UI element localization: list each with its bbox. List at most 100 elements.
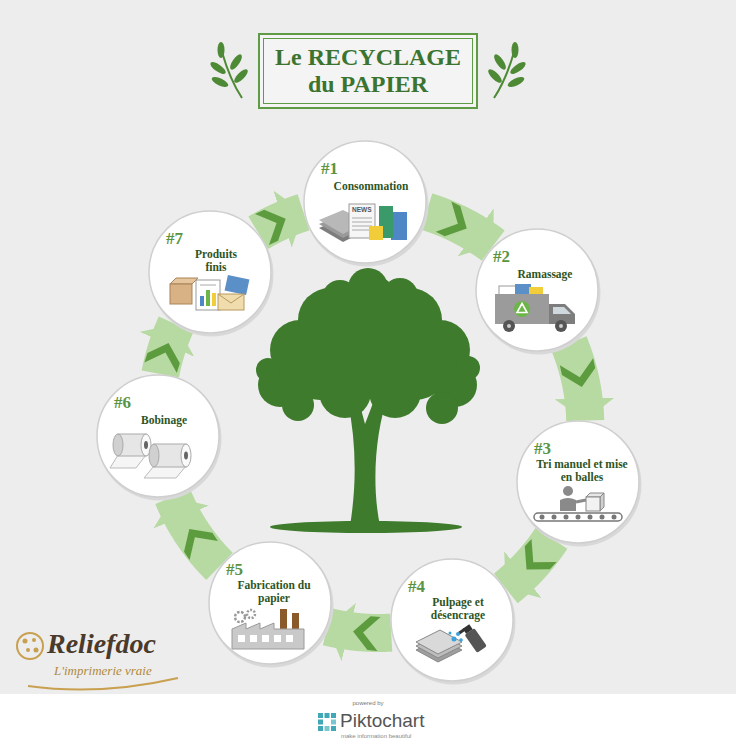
reliefdoc-logo — [28, 678, 178, 690]
step-label: Ramassage — [497, 268, 593, 281]
step-circle: #5Fabrication du papier — [208, 541, 332, 665]
leaf-sprig — [509, 60, 528, 76]
products-icon — [218, 294, 244, 303]
step-disc — [209, 542, 331, 664]
piktochart-logo — [318, 713, 336, 731]
circle-outline — [209, 542, 331, 664]
truck-icon — [503, 320, 515, 332]
step-number: #2 — [493, 248, 510, 265]
truck-icon — [559, 324, 563, 328]
truck-icon — [495, 294, 549, 324]
truck-icon — [553, 307, 571, 314]
papers-icon — [319, 204, 407, 242]
step-circle: #1Consommation — [303, 140, 427, 264]
paper-roll-icon — [181, 444, 191, 467]
step-disc — [517, 421, 639, 543]
step-label: Consommation — [319, 180, 423, 193]
sorting-icon — [564, 515, 569, 520]
step-number: #5 — [226, 561, 243, 578]
flow-chevron — [514, 539, 557, 581]
leaf-sprig — [506, 75, 525, 89]
leaf-sprig — [210, 75, 229, 89]
flow-chevron — [175, 519, 218, 559]
credit-note: powered by — [352, 700, 383, 707]
brand-name: Reliefdoc — [47, 628, 156, 660]
sorting-icon — [576, 515, 581, 520]
products-icon — [200, 296, 204, 306]
credit-brand: Piktochart — [340, 710, 424, 732]
step-label: Produits finis — [184, 248, 248, 274]
factory-icon — [232, 609, 304, 649]
sorting-icon — [560, 498, 576, 511]
title-frame: Le RECYCLAGE du PAPIER — [258, 33, 478, 109]
deinking-icon — [458, 623, 487, 655]
tree-illustration — [322, 280, 358, 316]
sorting-icon — [586, 497, 600, 511]
truck-icon — [517, 304, 527, 313]
leaf-sprig — [209, 42, 250, 98]
paper-roll-icon — [113, 434, 123, 456]
tree-illustration — [256, 358, 280, 382]
step-label: Pulpage et désencrage — [408, 596, 508, 622]
step-circle: #4Pulpage et désencrage — [390, 558, 514, 682]
sorting-icon — [534, 513, 622, 521]
piktochart-logo — [331, 726, 336, 731]
step-disc — [97, 375, 219, 497]
leaf-sprig — [232, 67, 250, 85]
paper-roll-icon — [144, 441, 148, 449]
factory-icon — [286, 635, 293, 642]
sorting-icon — [534, 486, 622, 521]
step-number: #4 — [408, 578, 425, 595]
paper-roll-icon — [149, 444, 159, 467]
diagram-title: Le RECYCLAGE du PAPIER — [268, 44, 468, 98]
step-label: Fabrication du papier — [234, 579, 314, 605]
deinking-icon — [416, 623, 487, 662]
deinking-icon — [449, 632, 452, 635]
deinking-icon — [452, 637, 457, 642]
circle-outline — [517, 421, 639, 543]
factory-icon — [262, 635, 269, 642]
reliefdoc-logo — [17, 633, 43, 659]
truck-icon — [495, 284, 575, 332]
deinking-icon — [456, 632, 460, 636]
step-number: #1 — [321, 160, 338, 177]
step-disc — [304, 141, 426, 263]
paper-roll-icon — [144, 466, 186, 478]
step-label: Bobinage — [116, 414, 212, 427]
products-icon — [170, 278, 198, 284]
step-circle: #6Bobinage — [96, 374, 220, 498]
footer-band — [0, 694, 736, 745]
sorting-icon — [600, 515, 605, 520]
circle-outline — [303, 140, 427, 264]
sorting-icon — [552, 515, 557, 520]
tree-illustration — [282, 389, 314, 421]
reliefdoc-logo — [23, 639, 28, 644]
papers-icon — [352, 222, 372, 223]
step-disc — [149, 211, 271, 333]
tree-illustration — [256, 268, 480, 533]
circle-outline — [97, 375, 219, 497]
leaf-sprig — [228, 53, 244, 72]
sorting-icon — [563, 486, 573, 496]
tree-illustration — [319, 366, 371, 418]
piktochart-logo — [331, 720, 336, 725]
deinking-icon — [416, 630, 462, 654]
truck-icon — [507, 324, 511, 328]
factory-icon — [247, 610, 255, 618]
reliefdoc-logo — [34, 648, 39, 653]
circle-outline — [304, 141, 426, 263]
flow-chevron — [560, 358, 599, 390]
sorting-icon — [540, 515, 545, 520]
factory-icon — [232, 623, 304, 649]
step-disc — [391, 559, 513, 681]
factory-icon — [292, 613, 299, 631]
circle-outline — [476, 229, 598, 351]
paper-roll-icon — [110, 455, 146, 468]
piktochart-logo — [325, 726, 330, 731]
products-icon — [170, 275, 249, 310]
paper-roll-icon — [184, 452, 188, 460]
leaf-sprig — [486, 42, 527, 98]
tree-illustration — [456, 356, 480, 380]
